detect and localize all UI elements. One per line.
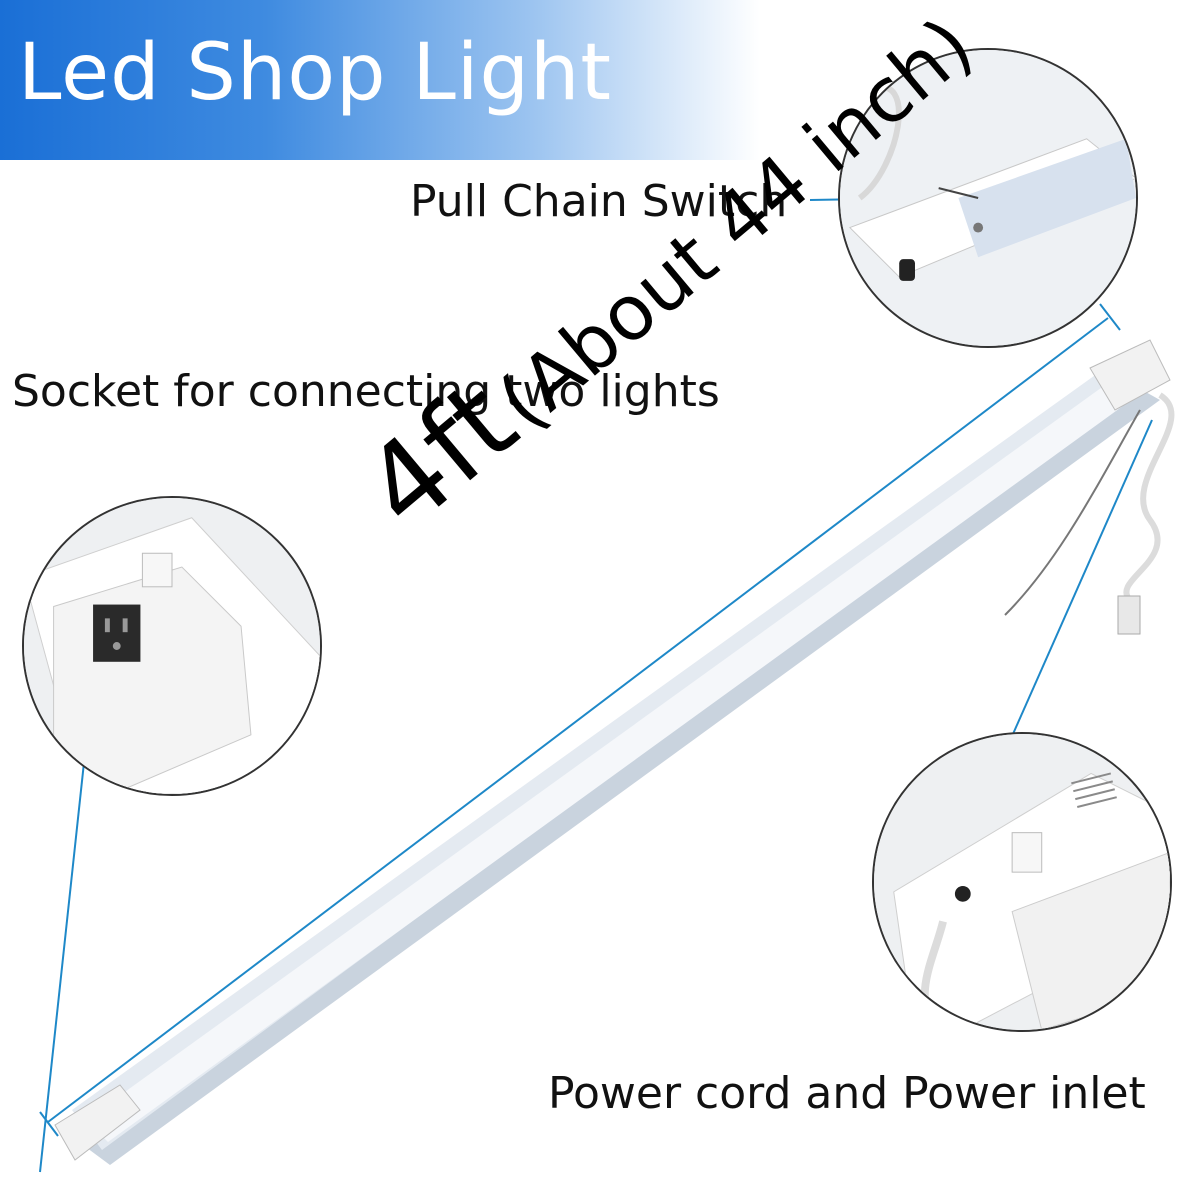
- power-cord: [1123, 392, 1175, 603]
- page-title: Led Shop Light: [18, 28, 613, 118]
- pull-chain-label: Pull Chain Switch: [410, 176, 788, 227]
- led-light-fixture: [54, 339, 1171, 1165]
- detail-circle-power-inlet: [872, 732, 1172, 1032]
- plug: [1117, 595, 1141, 635]
- title-banner: [0, 0, 760, 160]
- outlet-icon: [93, 604, 141, 662]
- detail-circle-socket: [22, 496, 322, 796]
- pull-chain: [1004, 409, 1141, 616]
- detail-circle-pull-chain: [838, 48, 1138, 348]
- dimension-line: [39, 303, 1121, 1137]
- power-inlet-label: Power cord and Power inlet: [548, 1068, 1146, 1119]
- socket-label: Socket for connecting two lights: [12, 366, 720, 417]
